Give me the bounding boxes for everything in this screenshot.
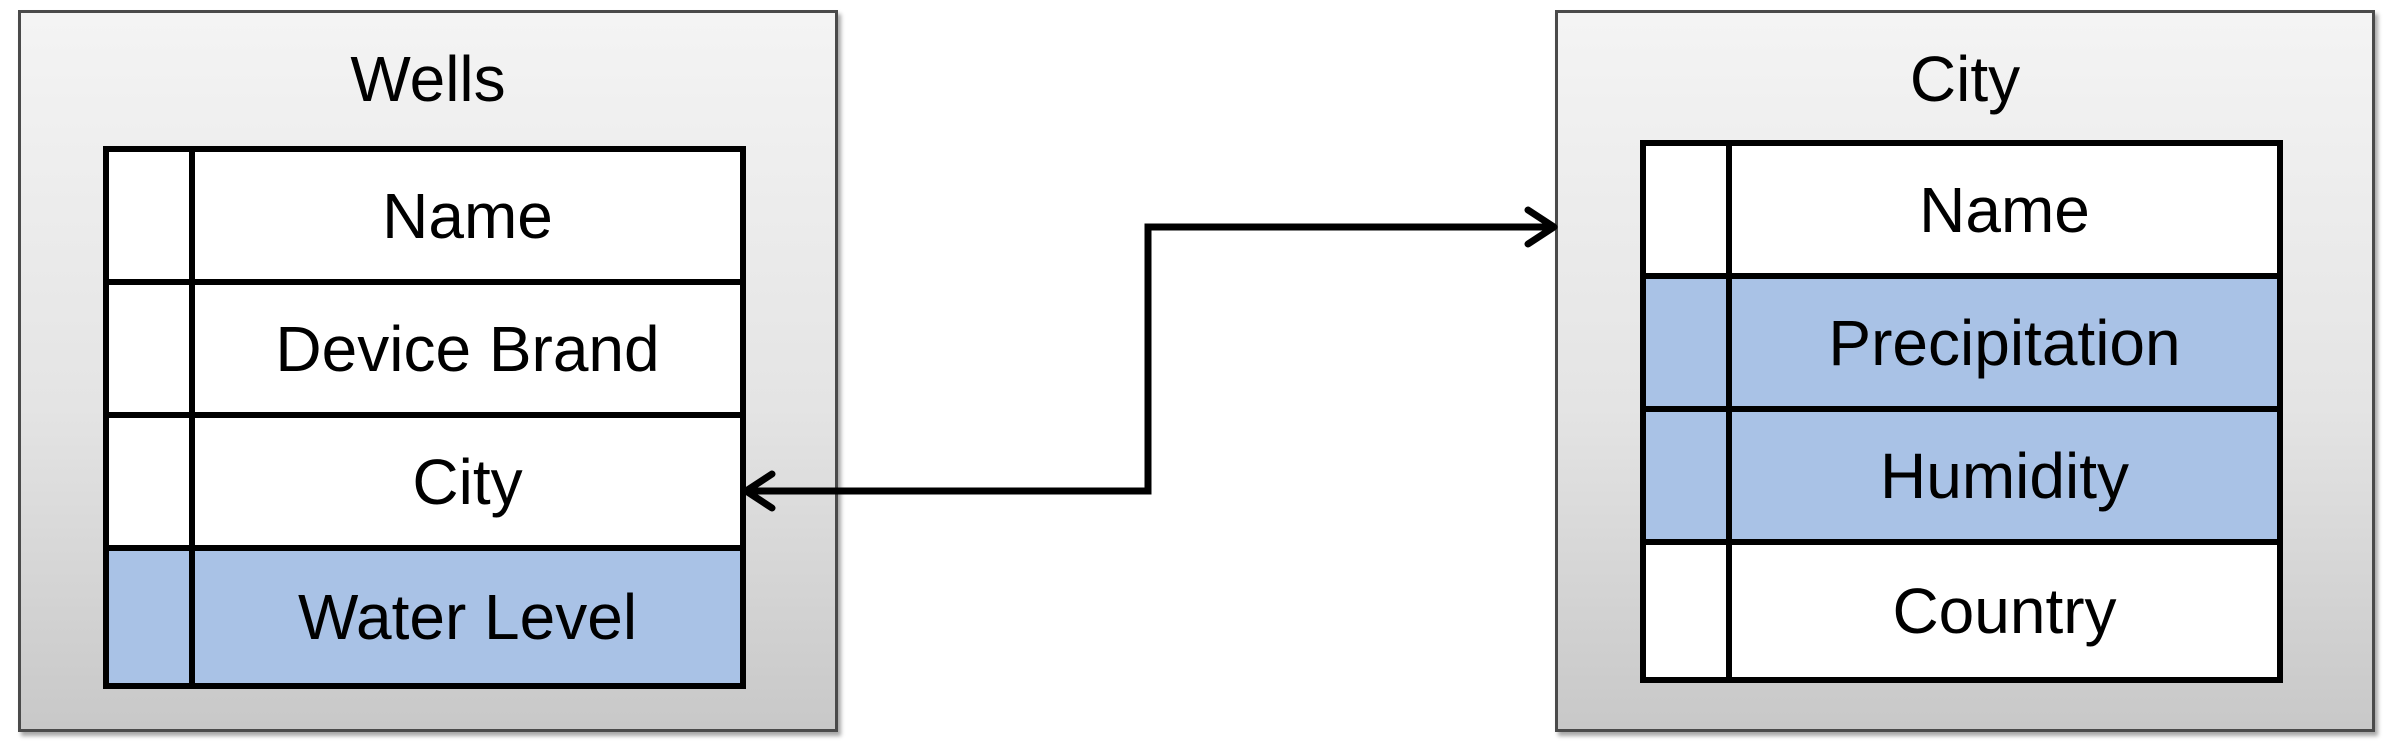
key-cell — [109, 418, 195, 545]
field-row-city-humidity: Humidity — [1646, 412, 2277, 545]
entity-wells: Wells Name Device Brand City Water Level — [18, 10, 838, 732]
field-row-city-name: Name — [1646, 146, 2277, 279]
key-cell — [109, 152, 195, 279]
field-name: City — [412, 445, 523, 518]
field-name: Water Level — [195, 551, 740, 683]
connector-line — [752, 223, 1548, 495]
field-name: Humidity — [1732, 412, 2277, 539]
field-row-wells-name: Name — [109, 152, 740, 285]
field-name: Precipitation — [1732, 279, 2277, 406]
field-name: Country — [1892, 575, 2117, 647]
arrowhead-city-entity — [1524, 206, 1558, 248]
field-row-wells-water-level: Water Level — [109, 551, 740, 683]
key-cell — [1646, 412, 1732, 539]
entity-title-wells: Wells — [350, 43, 506, 115]
key-cell — [1646, 146, 1732, 273]
key-cell — [1646, 545, 1732, 677]
entity-city: City Name Precipitation Humidity Country — [1555, 10, 2375, 732]
field-name: Name — [382, 179, 553, 252]
field-row-wells-city: City — [109, 418, 740, 551]
key-cell — [109, 551, 195, 683]
field-name: Name — [1919, 173, 2090, 246]
field-row-city-precipitation: Precipitation — [1646, 279, 2277, 412]
field-table-city: Name Precipitation Humidity Country — [1640, 140, 2283, 683]
field-table-wells: Name Device Brand City Water Level — [103, 146, 746, 689]
field-row-city-country: Country — [1646, 545, 2277, 677]
key-cell — [109, 285, 195, 412]
field-row-wells-device-brand: Device Brand — [109, 285, 740, 418]
entity-title-city: City — [1909, 43, 2021, 115]
key-cell — [1646, 279, 1732, 406]
field-name: Device Brand — [275, 312, 660, 385]
